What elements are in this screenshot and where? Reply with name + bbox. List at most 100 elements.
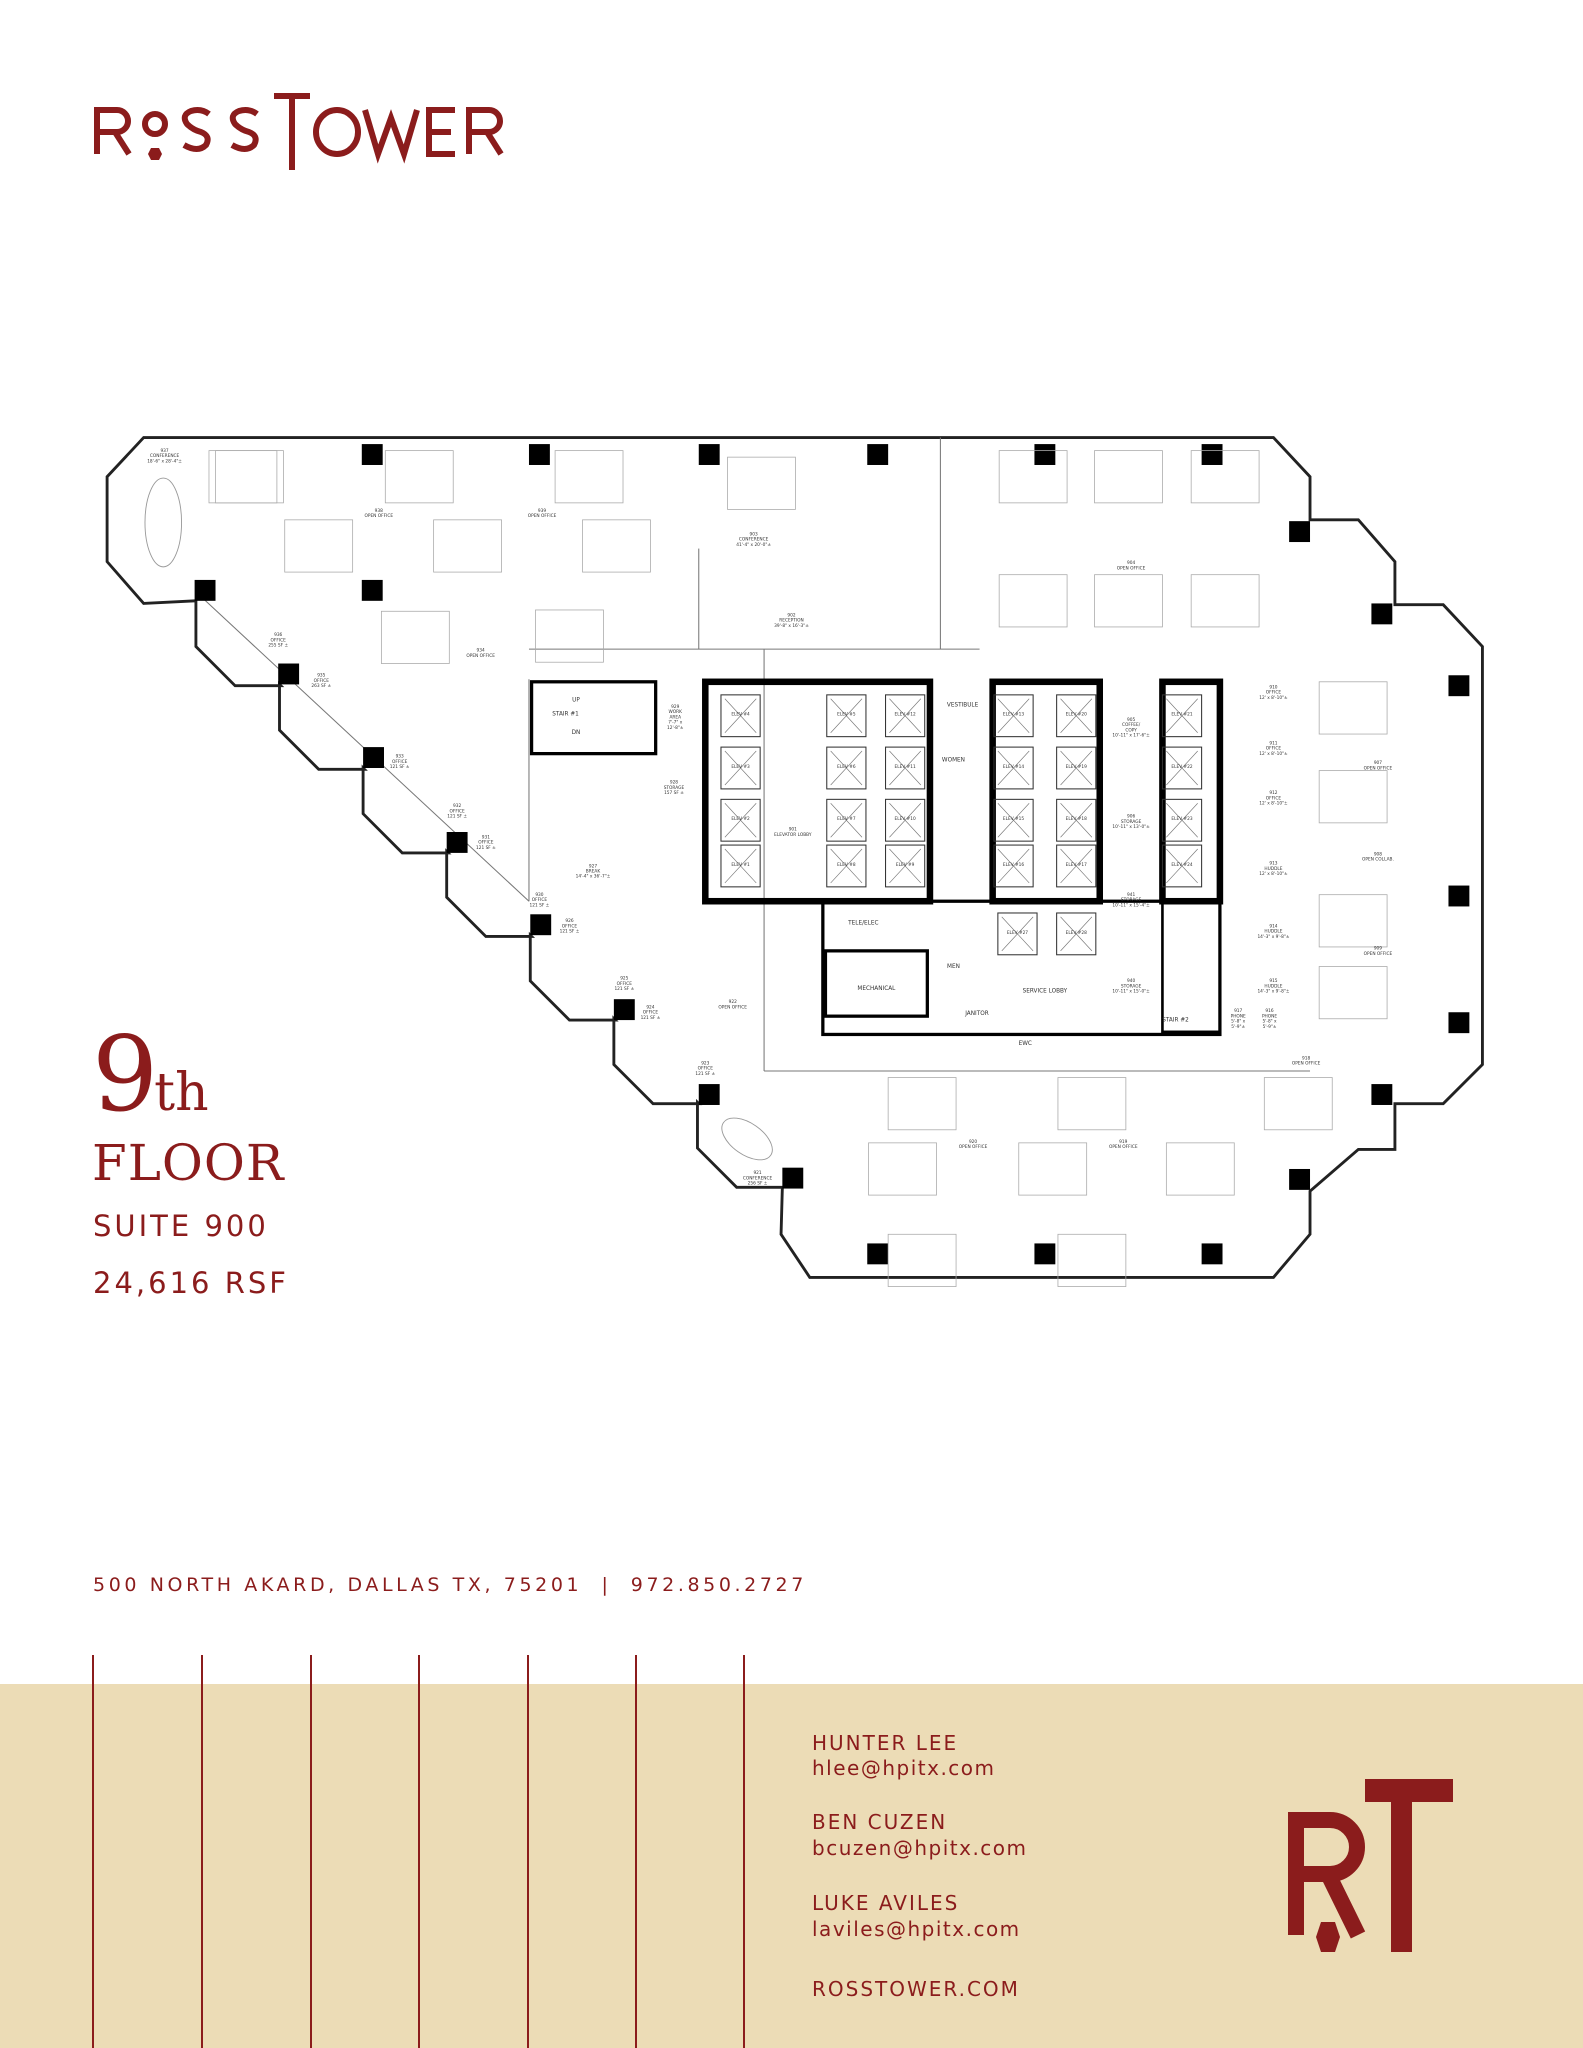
contact-email[interactable]: bcuzen@hpitx.com — [812, 1836, 1028, 1860]
room-label-line: WORK — [669, 709, 683, 715]
floor-number-digit: 9 — [92, 1013, 158, 1135]
room-label-line: ELEVATOR LOBBY — [774, 832, 812, 838]
elevator-cross — [830, 698, 863, 733]
room-label-line: OPEN OFFICE — [364, 513, 393, 519]
workstation-cluster — [1057, 1077, 1127, 1131]
contact-email[interactable]: hlee@hpitx.com — [812, 1756, 996, 1780]
room-label-line: PHONE — [1231, 1013, 1246, 1019]
room-label-line: STORAGE — [664, 785, 685, 791]
decorative-line — [743, 1655, 745, 2048]
room-label-line: 903 — [750, 532, 758, 538]
room-label-line: 904 — [1127, 560, 1135, 566]
space-label: STAIR #2 — [1162, 1017, 1189, 1023]
elevator-cab — [1056, 746, 1097, 790]
structural-column — [1371, 603, 1393, 625]
structural-column — [1034, 444, 1056, 465]
room-label-line: OFFICE — [314, 678, 330, 684]
elevator-cab — [885, 844, 926, 888]
floor-label: FLOOR — [92, 1134, 285, 1192]
elevator-cab — [1161, 844, 1203, 888]
room-label-line: 941 — [1127, 892, 1135, 898]
contact-email[interactable]: laviles@hpitx.com — [812, 1917, 1021, 1941]
room-label-line: 930 — [535, 892, 543, 898]
workstation-cluster — [998, 450, 1068, 504]
elevator-cab — [885, 694, 926, 738]
room-label-line: CONFERENCE — [150, 453, 180, 459]
room-label-line: 121 SF ± — [447, 814, 467, 820]
elevator-core — [702, 678, 934, 905]
space-label: SERVICE LOBBY — [1023, 989, 1068, 995]
elevator-cab — [1161, 746, 1203, 790]
conference-table — [144, 477, 183, 568]
structural-column — [528, 444, 550, 465]
room-label-line: 931 — [482, 835, 490, 841]
workstation-cluster — [887, 1077, 957, 1131]
suite-label: SUITE 900 — [93, 1209, 269, 1243]
elevator-label: ELEV #2 — [731, 816, 750, 822]
elevator-cab — [826, 746, 867, 790]
room-label-line: 938 — [375, 508, 383, 514]
elevator-cab — [993, 844, 1034, 888]
workstation-cluster — [1263, 1077, 1333, 1131]
room-label-line: RECEPTION — [779, 618, 804, 624]
contact-name: BEN CUZEN — [812, 1810, 948, 1834]
workstation-cluster — [868, 1142, 937, 1196]
elevator-cross — [830, 803, 863, 838]
elevator-label: ELEV #6 — [837, 764, 856, 770]
room-label-line: 901 — [789, 827, 797, 833]
elevator-label: ELEV #15 — [1003, 816, 1024, 822]
elevator-label: ELEV #7 — [837, 816, 856, 822]
elevator-cab — [720, 746, 761, 790]
elevator-label: ELEV #9 — [896, 862, 915, 868]
room-label-line: 121 SF ± — [695, 1071, 715, 1077]
elevator-label: ELEV #19 — [1066, 764, 1087, 770]
elevator-label: ELEV #17 — [1066, 862, 1087, 868]
workstation-cluster — [380, 610, 450, 664]
structural-column — [1201, 1243, 1223, 1265]
room-label-line: 915 — [1269, 978, 1277, 984]
elevator-label: ELEV #1 — [731, 862, 750, 868]
elevator-cross — [889, 803, 922, 838]
workstation-cluster — [535, 609, 604, 663]
room-label-line: 14'-3" x 9'-8"± — [1257, 989, 1289, 995]
elevator-cab — [826, 844, 867, 888]
room-label-line: 10'-11" x 15'-4"± — [1112, 902, 1150, 908]
elevator-cab — [720, 844, 761, 888]
stair-2 — [1161, 899, 1222, 1034]
room-label-line: 41'-4" x 20'-0"± — [736, 542, 771, 548]
space-label: WOMEN — [942, 757, 965, 763]
space-label: UP — [572, 697, 580, 703]
room-label-line: PHONE — [1262, 1013, 1277, 1019]
workstation-cluster — [1018, 1142, 1088, 1196]
elevator-label: ELEV #5 — [837, 712, 856, 718]
room-label-line: 263 SF ± — [311, 683, 331, 689]
elevator-cross — [1060, 750, 1093, 786]
room-label-line: 256 SF ± — [748, 1181, 768, 1187]
elevator-label: ELEV #14 — [1003, 764, 1024, 770]
structural-column — [1289, 1168, 1311, 1190]
website-link[interactable]: ROSSTOWER.COM — [812, 1977, 1020, 2001]
room-label-line: OPEN OFFICE — [1364, 951, 1393, 957]
elevator-cab — [1056, 798, 1097, 842]
room-label-line: 12' x 8'-10"± — [1259, 801, 1288, 807]
room-label-line: 918 — [1302, 1055, 1310, 1061]
decorative-line — [418, 1655, 420, 2048]
elevator-cab — [993, 746, 1034, 790]
room-label-line: CONFERENCE — [739, 537, 769, 543]
workstation-cluster — [1057, 1233, 1127, 1287]
elevator-core — [1159, 678, 1224, 905]
elevator-cross — [724, 803, 757, 838]
room-label-line: OFFICE — [532, 897, 548, 903]
